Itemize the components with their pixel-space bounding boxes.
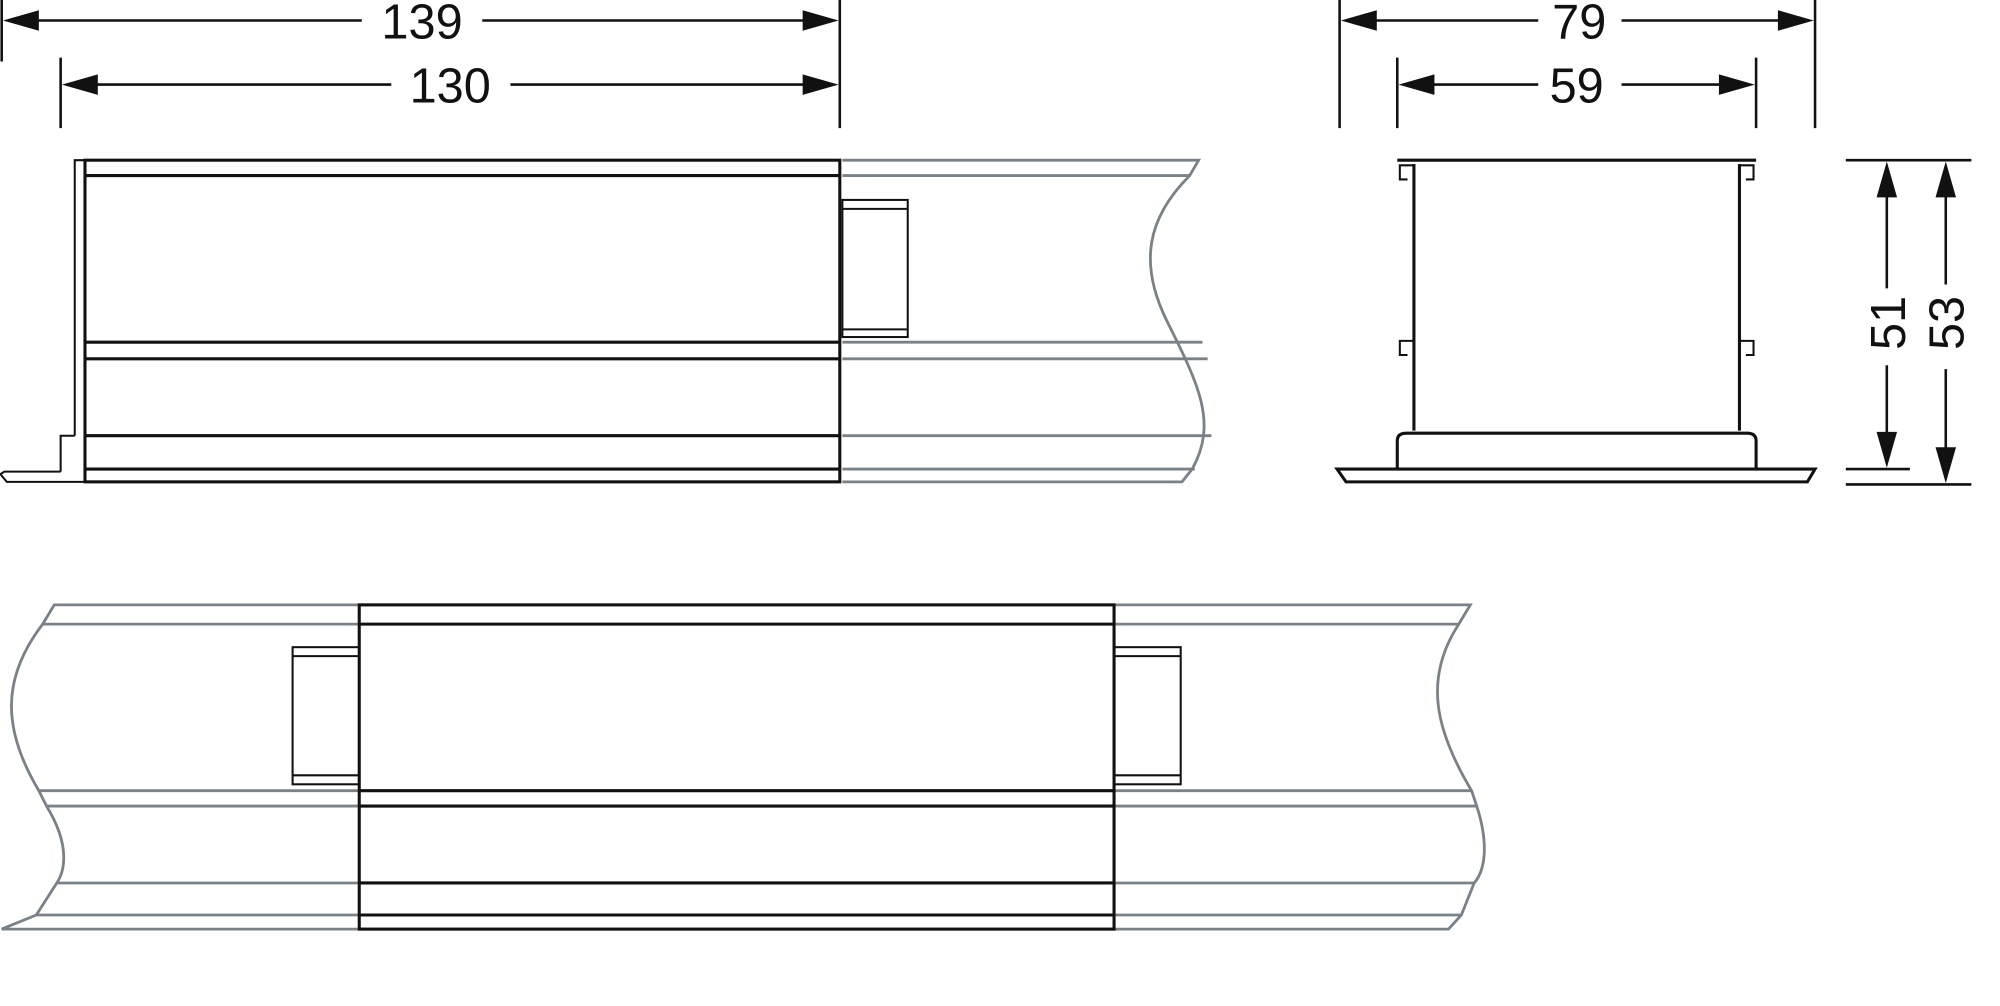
dimension-53: 53 <box>1845 161 1975 486</box>
dimension-label-139: 139 <box>381 0 462 49</box>
adjacent-profile-right <box>842 158 1212 484</box>
adjacent-profile-right-bottom <box>1114 603 1486 931</box>
dimension-59: 59 <box>1395 57 1758 129</box>
channel-body-installed <box>291 603 1182 931</box>
dimension-139: 139 <box>0 0 842 129</box>
dimension-51: 51 <box>1845 158 1972 471</box>
dimension-label-59: 59 <box>1550 60 1604 114</box>
channel-body-side <box>0 158 909 484</box>
dimension-label-51: 51 <box>1862 296 1916 350</box>
end-view: 79 59 51 <box>1334 0 1975 486</box>
dimension-label-79: 79 <box>1552 0 1606 49</box>
dimension-label-130: 130 <box>410 60 491 114</box>
dimension-79: 79 <box>1338 0 1817 129</box>
adjacent-profile-left <box>1 603 360 931</box>
dimension-130: 130 <box>59 57 839 129</box>
side-view: 139 130 <box>0 0 1212 484</box>
dimension-label-53: 53 <box>1921 296 1975 350</box>
channel-body-end <box>1334 158 1818 484</box>
installed-view <box>1 603 1486 931</box>
